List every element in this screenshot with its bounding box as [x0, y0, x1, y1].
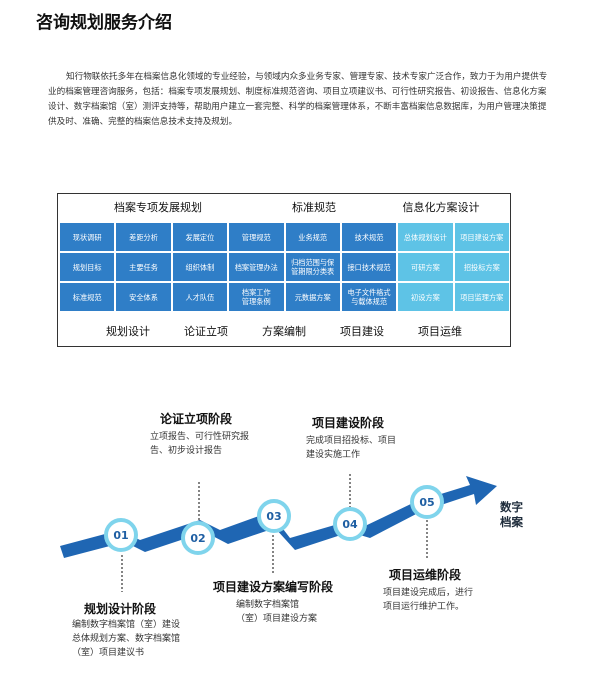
timeline-arrow	[60, 476, 497, 558]
matrix-cell: 组织体制	[172, 253, 228, 281]
timeline-arrow-graphic	[60, 472, 497, 592]
matrix-header-it-design: 信息化方案设计	[402, 201, 480, 214]
matrix-header-standards: 标准规范	[292, 201, 336, 214]
stage-circle-05: 05	[410, 485, 444, 519]
matrix-cell: 规划目标	[60, 253, 115, 281]
matrix-cell: 可研方案	[398, 253, 453, 281]
stage-desc-03: 编制数字档案馆（室）项目建设方案	[236, 600, 318, 624]
stage-title-04: 项目建设阶段	[312, 416, 385, 430]
footer-phase-proposal: 方案编制	[262, 324, 306, 338]
matrix-cell: 发展定位	[172, 223, 228, 251]
stage-circle-01: 01	[104, 518, 138, 552]
footer-phase-approval: 论证立项	[184, 324, 228, 338]
stage-title-02: 论证立项阶段	[160, 412, 233, 426]
matrix-cell: 安全体系	[116, 283, 171, 311]
footer-phase-construction: 项目建设	[340, 324, 384, 338]
stage-title-03: 项目建设方案编写阶段	[213, 580, 334, 594]
end-label: 数字档案	[500, 500, 523, 529]
matrix-cell: 差距分析	[116, 223, 171, 251]
matrix-cell: 管理规范	[229, 223, 284, 251]
matrix-cell: 主要任务	[116, 253, 171, 281]
stage-title-01: 规划设计阶段	[84, 602, 157, 616]
matrix-header-planning: 档案专项发展规划	[114, 201, 202, 214]
stage-circle-04: 04	[333, 507, 367, 541]
matrix-cell: 业务规范	[285, 223, 340, 251]
matrix-cell: 现状调研	[60, 223, 115, 251]
stage-desc-05: 项目建设完成后，进行项目运行维护工作。	[383, 588, 474, 612]
matrix-cell: 电子文件格式 与载体规范	[341, 283, 397, 311]
matrix-grid: 现状调研 差距分析 发展定位 管理规范 业务规范 技术规范 总体规划设计 项目建…	[60, 223, 509, 311]
stage-title-05: 项目运维阶段	[389, 568, 462, 582]
footer-phase-planning: 规划设计	[106, 324, 150, 338]
matrix-cell: 归档范围与保 管期限分类表	[285, 253, 340, 281]
process-timeline: 01 02 03 04 05 规划设计阶段 编制数字档案馆（室）建设总体规划方案…	[0, 380, 595, 687]
matrix-cell: 元数据方案	[285, 283, 340, 311]
matrix-footer: 规划设计 论证立项 方案编制 项目建设 项目运维	[58, 314, 510, 347]
matrix-cell: 人才队伍	[172, 283, 228, 311]
stage-circle-03: 03	[257, 499, 291, 533]
matrix-cell: 项目建设方案	[454, 223, 509, 251]
matrix-cell: 标准规范	[60, 283, 115, 311]
stage-desc-02: 立项报告、可行性研究报告、初步设计报告	[150, 432, 250, 456]
page-title: 咨询规划服务介绍	[36, 13, 172, 33]
matrix-cell: 档案管理办法	[229, 253, 284, 281]
matrix-cell: 招投标方案	[454, 253, 509, 281]
matrix-cell: 项目监理方案	[454, 283, 509, 311]
stage-desc-04: 完成项目招投标、项目建设实施工作	[306, 436, 397, 460]
matrix-cell: 接口技术规范	[341, 253, 397, 281]
footer-phase-maintenance: 项目运维	[418, 324, 462, 338]
matrix-cell: 总体规划设计	[398, 223, 453, 251]
stage-desc-01: 编制数字档案馆（室）建设总体规划方案、数字档案馆（室）项目建议书	[72, 620, 181, 658]
matrix-cell: 技术规范	[341, 223, 397, 251]
service-matrix: 档案专项发展规划 标准规范 信息化方案设计 现状调研 差距分析 发展定位 管理规…	[57, 193, 511, 347]
matrix-cell: 初设方案	[398, 283, 453, 311]
intro-paragraph: 知行物联依托多年在档案信息化领域的专业经验，与领域内众多业务专家、管理专家、技术…	[48, 72, 548, 127]
matrix-cell: 档案工作 管理条例	[229, 283, 284, 311]
stage-circle-02: 02	[181, 521, 215, 555]
